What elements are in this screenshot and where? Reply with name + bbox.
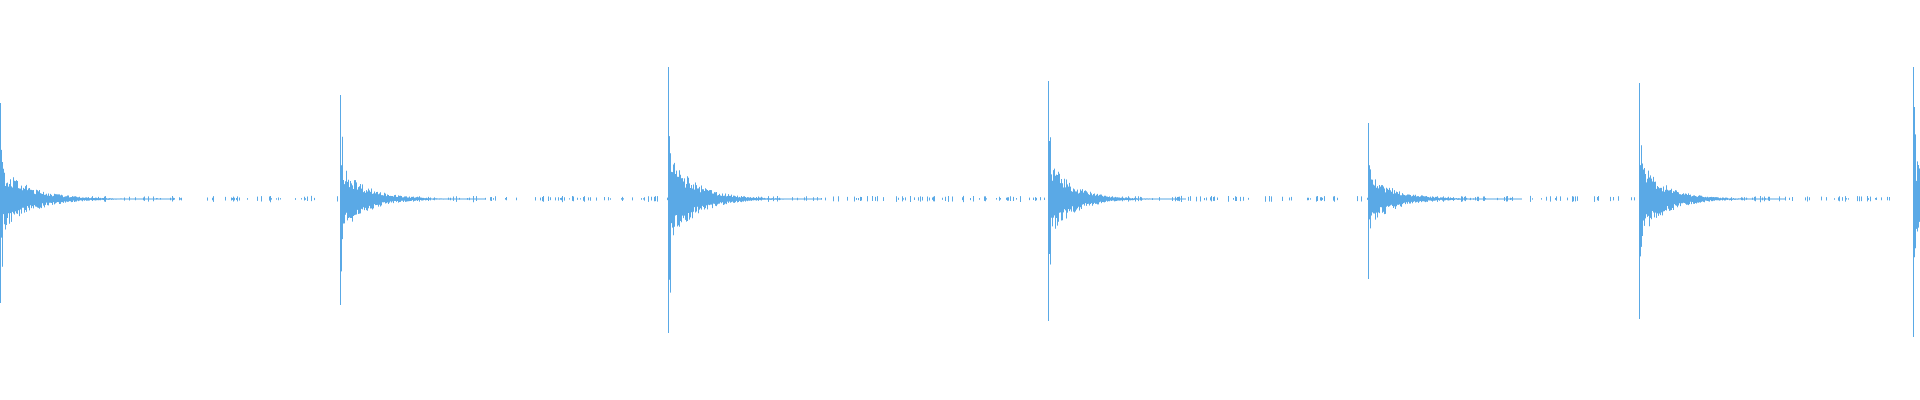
waveform-samples xyxy=(0,67,1920,337)
